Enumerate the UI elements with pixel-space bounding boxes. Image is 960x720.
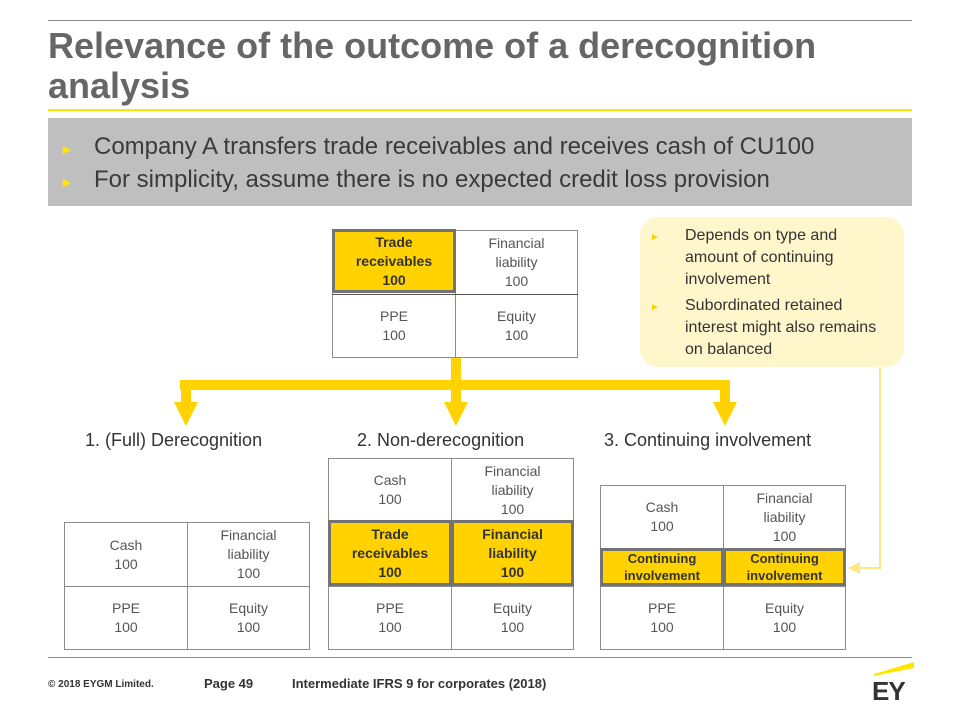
callout-connector xyxy=(858,367,881,569)
footer-rule xyxy=(48,657,912,658)
opt1-financial-liability: Financial liability 100 xyxy=(220,527,277,581)
opt2-financial-liability: Financial liability 100 xyxy=(484,462,541,517)
top-financial-liability: Financial liability 100 xyxy=(488,235,545,289)
option-2-label: 2. Non-derecognition xyxy=(357,430,525,450)
page-title: Relevance of the outcome of a derecognit… xyxy=(48,25,817,106)
opt3-cash: Cash 100 xyxy=(645,499,679,534)
opt2-equity: Equity 100 xyxy=(493,600,532,635)
scenario-box: ► Company A transfers trade receivables … xyxy=(48,118,912,206)
top-trade-receivables: Trade receivables 100 xyxy=(332,229,456,293)
ey-logo-beam-icon xyxy=(874,662,914,676)
callout-box: ► Depends on type and amount of continui… xyxy=(640,217,904,367)
opt3-equity: Equity 100 xyxy=(765,600,804,635)
opt3-ci-asset: Continuing involvement xyxy=(600,548,724,586)
callout-item-1: ► Depends on type and amount of continui… xyxy=(650,225,885,291)
opt3-financial-liability: Financial liability 100 xyxy=(756,489,813,544)
callout-item-2: ► Subordinated retained interest might a… xyxy=(650,295,885,361)
bullet-arrow-icon: ► xyxy=(650,232,660,243)
arrow-down-right-icon xyxy=(713,402,737,426)
opt3-ppe: PPE 100 xyxy=(647,600,676,635)
top-ppe: PPE 100 xyxy=(379,308,408,343)
top-bs-hdivider xyxy=(332,294,578,295)
opt2-financial-liability-new: Financial liability 100 xyxy=(451,520,574,586)
bullet-2-text: For simplicity, assume there is no expec… xyxy=(94,166,770,193)
footer-copyright: © 2018 EYGM Limited. xyxy=(48,679,154,690)
arrow-down-left-icon xyxy=(174,402,198,426)
top-rule xyxy=(48,20,912,21)
opt3-hdivider xyxy=(600,586,846,587)
opt1-hdivider xyxy=(64,586,310,587)
callout-item-1-text: Depends on type and amount of continuing… xyxy=(685,227,838,288)
stem-connector xyxy=(451,358,461,388)
ey-logo: EY xyxy=(872,662,916,706)
bullet-arrow-icon: ► xyxy=(60,141,74,157)
opt1-cash: Cash 100 xyxy=(109,536,143,572)
top-equity: Equity 100 xyxy=(497,308,536,343)
option-1-label: 1. (Full) Derecognition xyxy=(85,430,263,450)
center-stem xyxy=(451,380,461,405)
opt2-ppe: PPE 100 xyxy=(375,600,404,635)
bullet-1: ► Company A transfers trade receivables … xyxy=(60,133,814,163)
callout-item-2-text: Subordinated retained interest might als… xyxy=(685,297,877,358)
opt2-trade-receivables: Trade receivables 100 xyxy=(328,520,452,586)
title-underline xyxy=(48,109,912,111)
opt2-cash: Cash 100 xyxy=(373,472,407,507)
bullet-arrow-icon: ► xyxy=(650,302,660,313)
bullet-1-text: Company A transfers trade receivables an… xyxy=(94,133,815,160)
footer-page-number: Page 49 xyxy=(204,676,254,691)
ey-logo-text: EY xyxy=(872,676,906,706)
opt2-hdivider xyxy=(328,586,574,587)
left-stem xyxy=(181,380,191,405)
bullet-2: ► For simplicity, assume there is no exp… xyxy=(60,166,770,196)
opt3-ci-liability: Continuing involvement xyxy=(723,548,846,586)
callout-arrow-icon xyxy=(848,562,860,574)
option-3-label: 3. Continuing involvement xyxy=(604,430,812,450)
footer-course-title: Intermediate IFRS 9 for corporates (2018… xyxy=(292,676,547,691)
right-stem xyxy=(720,380,730,405)
opt1-ppe: PPE 100 xyxy=(111,600,140,635)
opt1-equity: Equity 100 xyxy=(229,600,268,635)
bullet-arrow-icon: ► xyxy=(60,174,74,190)
arrow-down-center-icon xyxy=(444,402,468,426)
